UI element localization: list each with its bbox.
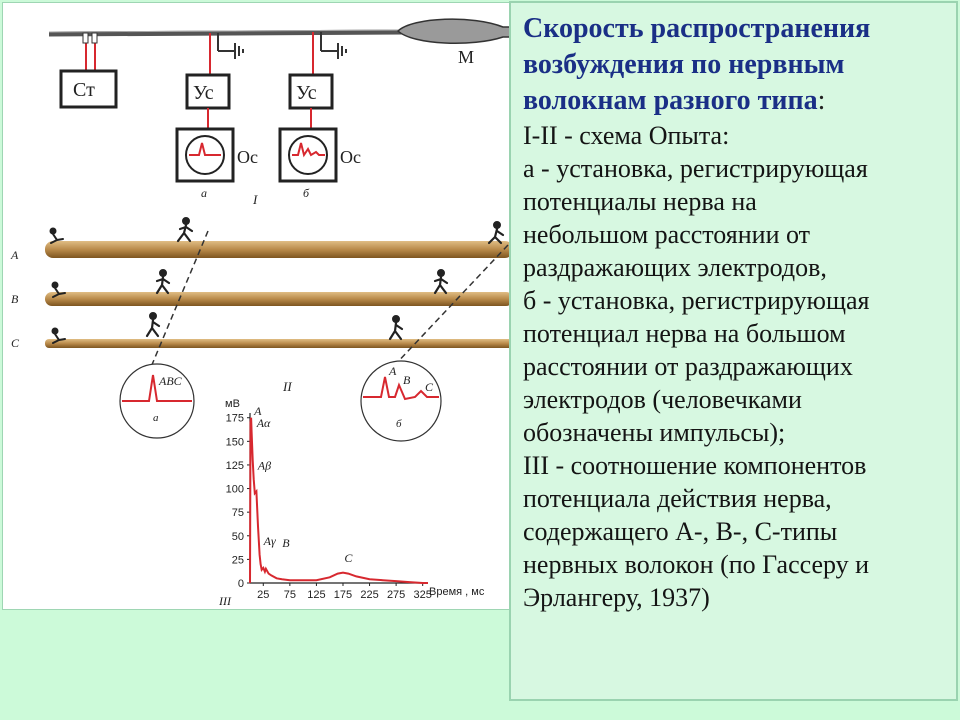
x-tick-label: 75 bbox=[284, 589, 296, 601]
setup-letter-a: а bbox=[201, 186, 207, 200]
y-tick-label: 100 bbox=[226, 484, 244, 496]
peak-label: A bbox=[253, 404, 262, 418]
body-line: расстоянии от раздражающих bbox=[523, 352, 853, 381]
peak-label: C bbox=[344, 551, 353, 565]
body-line: потенциал нерва на большом bbox=[523, 319, 846, 348]
y-tick-label: 25 bbox=[232, 554, 244, 566]
body-line: потенциалы нерва на bbox=[523, 187, 757, 216]
body-line: б - установка, регистрирующая bbox=[523, 286, 870, 315]
y-axis-ticks: 0 25 50 75 100 125 150 175 bbox=[226, 413, 250, 590]
peak-label: Aα bbox=[256, 416, 271, 430]
x-tick-label: 225 bbox=[360, 589, 378, 601]
heading-line: волокнам разного типа bbox=[523, 85, 818, 116]
amplifier-label-a: Ус bbox=[193, 82, 214, 104]
x-tick-label: 175 bbox=[334, 589, 352, 601]
body-line: небольшом расстоянии от bbox=[523, 220, 811, 249]
y-tick-label: 175 bbox=[226, 413, 244, 425]
scope-a-caption: а bbox=[153, 412, 159, 424]
y-tick-label: 0 bbox=[238, 578, 244, 590]
part-three-label: III bbox=[218, 594, 232, 608]
fiber-label-c: C bbox=[11, 336, 20, 350]
scope-b-peak-a: A bbox=[388, 364, 397, 378]
fiber-label-a: A bbox=[10, 248, 19, 262]
figure-panel: М Ст Ус bbox=[2, 2, 514, 610]
slide-heading: Скорость распространения возбуждения по … bbox=[523, 11, 946, 119]
chart-xlabel: Время , мс bbox=[429, 586, 485, 598]
y-tick-label: 50 bbox=[232, 531, 244, 543]
y-tick-label: 75 bbox=[232, 507, 244, 519]
body-line: нервных волокон (по Гассеру и bbox=[523, 550, 870, 579]
chart-ylabel: мВ bbox=[225, 398, 240, 410]
setup-letter-b: б bbox=[303, 186, 310, 200]
body-line: электродов (человечками bbox=[523, 385, 802, 414]
heading-colon: : bbox=[817, 85, 826, 116]
nerve-fibers: A B C bbox=[10, 217, 513, 368]
oscilloscope-label-a: Ос bbox=[237, 147, 258, 167]
text-panel: Скорость распространения возбуждения по … bbox=[509, 1, 958, 701]
body-line: потенциала действия нерва, bbox=[523, 484, 832, 513]
experiment-figure: М Ст Ус bbox=[10, 18, 513, 608]
scope-b-peak-b: B bbox=[403, 373, 411, 387]
part-one-label: I bbox=[252, 192, 258, 207]
scope-b-caption: б bbox=[396, 418, 402, 430]
x-tick-label: 325 bbox=[414, 589, 432, 601]
peak-label: Aγ bbox=[263, 534, 276, 548]
fiber-label-b: B bbox=[11, 292, 19, 306]
running-man-icon bbox=[49, 217, 505, 344]
heading-line-last: волокнам разного типа: bbox=[523, 83, 946, 119]
part-two-label: II bbox=[282, 379, 292, 394]
muscle-icon bbox=[396, 18, 513, 44]
fiber-a bbox=[45, 241, 513, 258]
ground-symbol-a bbox=[234, 43, 244, 59]
amplifier-box-b bbox=[288, 73, 334, 110]
ground-symbol-b bbox=[337, 43, 347, 59]
body-line: содержащего А-, В-, С-типы bbox=[523, 517, 838, 546]
body-line: III - соотношение компонентов bbox=[523, 451, 867, 480]
fiber-b bbox=[45, 292, 513, 306]
body-line: а - установка, регистрирующая bbox=[523, 154, 868, 183]
amplifier-label-b: Ус bbox=[296, 82, 317, 104]
series-line bbox=[249, 417, 428, 584]
x-axis-ticks: 25 75 125 175 225 275 325 bbox=[257, 583, 432, 601]
stimulator-box bbox=[59, 69, 118, 109]
fiber-c bbox=[45, 339, 513, 348]
x-tick-label: 25 bbox=[257, 589, 269, 601]
y-tick-label: 125 bbox=[226, 460, 244, 472]
body-line: раздражающих электродов, bbox=[523, 253, 827, 282]
peak-label: B bbox=[282, 536, 290, 550]
x-tick-label: 125 bbox=[307, 589, 325, 601]
action-potential-chart: мВ Время , мс 0 25 50 75 100 125 150 175 25 75 12… bbox=[225, 398, 485, 601]
peak-label: Aβ bbox=[257, 459, 271, 473]
body-line: обозначены импульсы); bbox=[523, 418, 786, 447]
slide-body: I-II - схема Опыта: а - установка, регис… bbox=[523, 119, 946, 614]
muscle-label: М bbox=[458, 47, 474, 67]
heading-line: Скорость распространения bbox=[523, 13, 871, 44]
scope-trace-a: ABC а bbox=[119, 363, 195, 439]
oscilloscope-label-b: Ос bbox=[340, 147, 361, 167]
scope-trace-b: A B C б bbox=[360, 360, 442, 442]
body-line: Эрлангеру, 1937) bbox=[523, 583, 710, 612]
stimulator-label: Ст bbox=[73, 79, 95, 101]
apparatus-diagram: М Ст Ус bbox=[48, 18, 513, 207]
heading-line: возбуждения по нервным bbox=[523, 49, 845, 80]
scope-b-peak-c: C bbox=[425, 380, 434, 394]
body-line: I-II - схема Опыта: bbox=[523, 121, 730, 150]
y-tick-label: 150 bbox=[226, 436, 244, 448]
x-tick-label: 275 bbox=[387, 589, 405, 601]
scope-a-peak-label: ABC bbox=[158, 374, 183, 388]
